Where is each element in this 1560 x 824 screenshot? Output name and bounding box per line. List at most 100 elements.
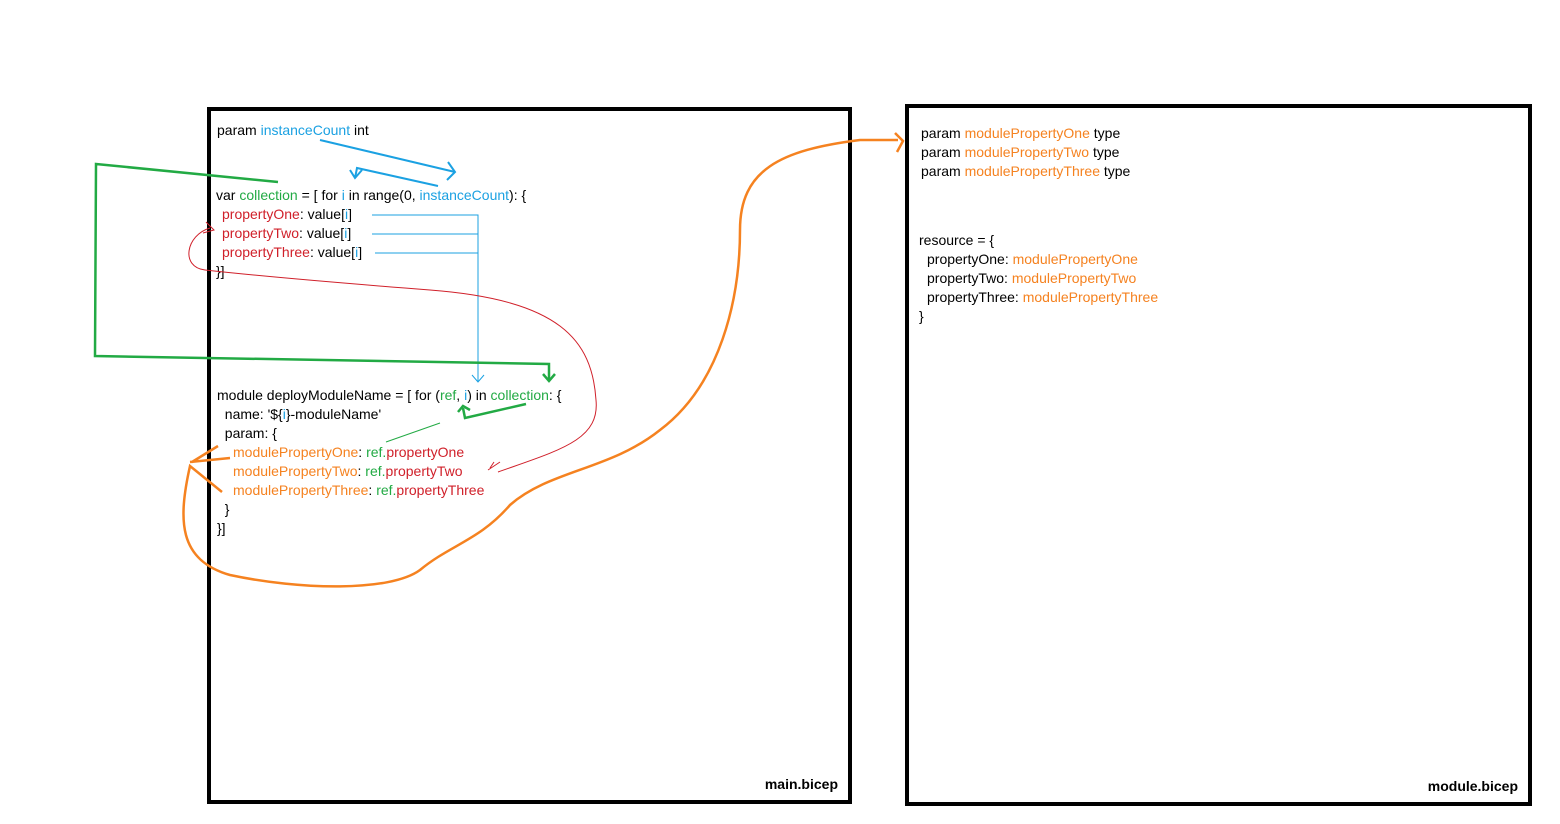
green-thin-ref-line: [385, 422, 441, 443]
green-arrows: [93, 162, 556, 443]
prop-name: propertyThree: [222, 244, 310, 260]
prop-line-two: propertyTwo: value[i]: [222, 224, 351, 243]
red-tick: [487, 461, 501, 471]
code-text: ) in: [467, 387, 491, 403]
module-param-name: modulePropertyOne: [233, 444, 359, 460]
param-type: type: [1092, 144, 1120, 160]
prop-name: propertyTwo: [222, 225, 300, 241]
ref-prop: propertyTwo: [385, 463, 463, 479]
count-ref: instanceCount: [419, 187, 510, 203]
blue-arrow-to-i: [354, 166, 439, 187]
red-curve-properties: [188, 227, 597, 473]
prop-value: modulePropertyThree: [1022, 289, 1159, 305]
green-arrowhead-2: [457, 404, 471, 413]
collection-ref: collection: [490, 387, 549, 403]
keyword: var: [216, 187, 236, 203]
code-text: :: [357, 463, 366, 479]
ref-prop: propertyThree: [396, 482, 485, 498]
code-text: in range(0,: [344, 187, 420, 203]
code-text: :: [358, 444, 367, 460]
code-text: : value[: [299, 206, 345, 222]
name-line: name: '${i}-moduleName': [217, 405, 381, 424]
var-collection-line: var collection = [ for i in range(0, ins…: [216, 186, 526, 205]
prop-line-one: propertyOne: value[i]: [222, 205, 352, 224]
resource-prop-three: propertyThree: modulePropertyThree: [927, 288, 1158, 307]
code-text: ]: [348, 206, 352, 222]
param-open-line: param: {: [217, 425, 277, 441]
keyword: param: [921, 144, 961, 160]
blue-arrow-instancecount-to-range: [319, 139, 456, 173]
module-close-line: }]: [217, 520, 226, 536]
loop-index: i: [464, 387, 468, 403]
param-name: modulePropertyTwo: [964, 144, 1090, 160]
blue-line-value-one: [372, 214, 479, 381]
code-text: ]: [358, 244, 363, 260]
module-param-name: modulePropertyTwo: [233, 463, 358, 479]
prop-name: propertyOne: [222, 206, 300, 222]
red-arrows: [188, 221, 597, 473]
code-text: ,: [456, 387, 465, 403]
module-bicep-label: module.bicep: [1427, 778, 1518, 794]
ref-var: ref: [439, 387, 457, 403]
orange-arrowhead-left: [189, 444, 231, 464]
loop-index: i: [355, 244, 359, 260]
module-param-three: modulePropertyThree: ref.propertyThree: [233, 481, 484, 500]
module-param-name: modulePropertyThree: [233, 482, 369, 498]
param-instance-count-line: param instanceCount int: [217, 121, 369, 140]
param-type: type: [1093, 125, 1121, 141]
prop-value: modulePropertyOne: [1012, 251, 1138, 267]
param-name: modulePropertyThree: [964, 163, 1100, 179]
var-close-line: }]: [216, 263, 225, 279]
loop-index: i: [282, 406, 286, 422]
blue-arrowhead-1: [446, 161, 457, 181]
orange-arrows: [182, 132, 905, 588]
prop-name: propertyThree:: [927, 289, 1023, 305]
param-close-line: }: [217, 501, 230, 517]
code-text: name: '${: [217, 406, 283, 422]
module-line: module deployModuleName = [ for (ref, i)…: [217, 386, 561, 405]
code-text: :: [368, 482, 377, 498]
prop-line-three: propertyThree: value[i]: [222, 243, 362, 262]
red-arrowhead: [202, 221, 215, 234]
module-param-decl-one: param modulePropertyOne type: [921, 124, 1120, 143]
loop-index: i: [344, 225, 348, 241]
keyword: param: [921, 163, 961, 179]
prop-name: propertyTwo:: [927, 270, 1012, 286]
var-name: collection: [239, 187, 298, 203]
param-name: instanceCount: [260, 122, 351, 138]
code-text: module deployModuleName = [ for (: [217, 387, 440, 403]
module-param-one: modulePropertyOne: ref.propertyOne: [233, 443, 464, 462]
param-type: int: [353, 122, 369, 138]
orange-arrowhead-right: [894, 132, 905, 153]
code-text: ]: [347, 225, 352, 241]
prop-name: propertyOne:: [927, 251, 1013, 267]
keyword: param: [921, 125, 961, 141]
code-text: = [ for: [297, 187, 342, 203]
ref-prop: propertyOne: [386, 444, 465, 460]
loop-index: i: [341, 187, 345, 203]
resource-open-line: resource = {: [919, 232, 995, 248]
blue-lines-value-i: [372, 214, 485, 383]
code-text: : value[: [309, 244, 356, 260]
ref-var: ref.: [365, 463, 386, 479]
module-param-decl-two: param modulePropertyTwo type: [921, 143, 1119, 162]
main-bicep-label: main.bicep: [764, 776, 838, 792]
ref-var: ref.: [366, 444, 387, 460]
param-name: modulePropertyOne: [964, 125, 1090, 141]
code-text: ): {: [509, 187, 527, 203]
resource-prop-two: propertyTwo: modulePropertyTwo: [927, 269, 1136, 288]
code-text: : {: [548, 387, 562, 403]
keyword: param: [217, 122, 257, 138]
green-arrow-collection: [93, 162, 551, 380]
green-arrow-to-ref: [461, 402, 527, 420]
code-text: }-moduleName': [285, 406, 382, 422]
module-param-decl-three: param modulePropertyThree type: [921, 162, 1130, 181]
param-type: type: [1103, 163, 1131, 179]
blue-arrows: [319, 139, 485, 383]
blue-arrowhead-3: [471, 374, 485, 383]
ref-var: ref.: [376, 482, 397, 498]
main-bicep-panel: main.bicep: [207, 107, 852, 804]
resource-prop-one: propertyOne: modulePropertyOne: [927, 250, 1138, 269]
module-bicep-panel: module.bicep: [905, 104, 1532, 806]
